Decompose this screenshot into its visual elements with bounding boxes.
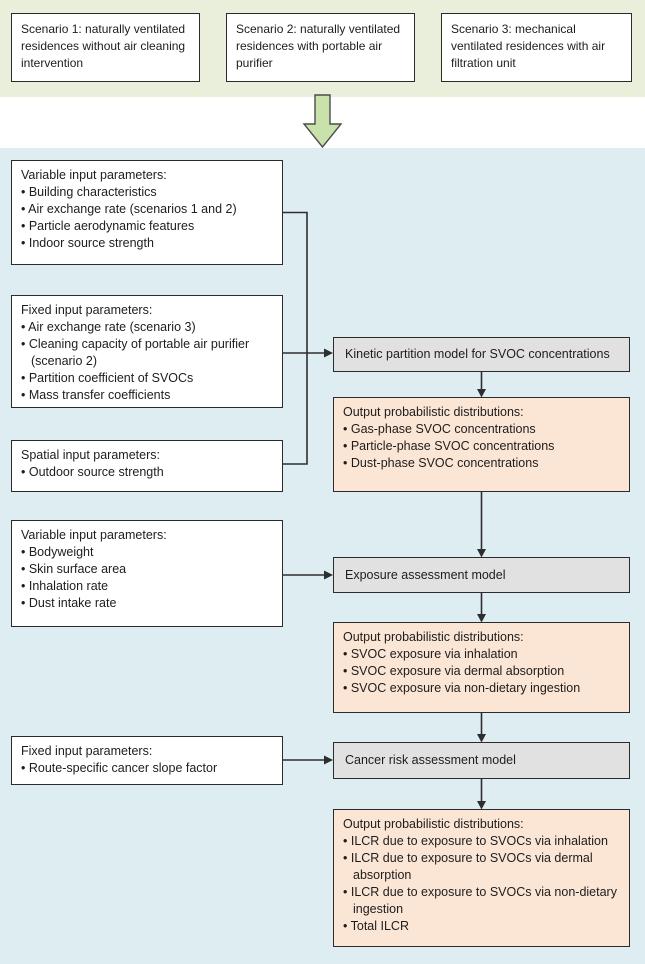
bullet-item: • Particle aerodynamic features xyxy=(21,219,195,233)
bullet-item: • Dust-phase SVOC concentrations xyxy=(343,456,539,470)
bullet-item: • ILCR due to exposure to SVOCs via inha… xyxy=(343,834,608,848)
box-title: Variable input parameters: xyxy=(21,168,167,182)
model-box-exposure-assessment: Exposure assessment model xyxy=(333,557,630,593)
bullet-item: • Cleaning capacity of portable air puri… xyxy=(21,337,250,368)
bullet-item: • Air exchange rate (scenario 3) xyxy=(21,320,196,334)
bullet-item: • SVOC exposure via non-dietary ingestio… xyxy=(343,681,581,695)
bullet-item: • Partition coefficient of SVOCs xyxy=(21,371,194,385)
scenario-box-3: Scenario 3: mechanical ventilated reside… xyxy=(441,13,632,82)
bullet-item: • ILCR due to exposure to SVOCs via derm… xyxy=(343,851,593,882)
bullet-item: • Gas-phase SVOC concentrations xyxy=(343,422,536,436)
box-title: Variable input parameters: xyxy=(21,528,167,542)
output-box-exposures: Output probabilistic distributions: • SV… xyxy=(333,622,630,713)
bullet-item: • ILCR due to exposure to SVOCs via non-… xyxy=(343,885,617,916)
box-title: Fixed input parameters: xyxy=(21,744,153,758)
input-box-fixed-concentration: Fixed input parameters: • Air exchange r… xyxy=(11,295,283,408)
bullet-item: • Route-specific cancer slope factor xyxy=(21,761,218,775)
output-box-ilcr: Output probabilistic distributions: • IL… xyxy=(333,809,630,947)
output-box-concentrations: Output probabilistic distributions: • Ga… xyxy=(333,397,630,492)
bullet-item: • SVOC exposure via inhalation xyxy=(343,647,518,661)
bullet-item: • Dust intake rate xyxy=(21,596,117,610)
box-title: Spatial input parameters: xyxy=(21,448,160,462)
bullet-item: • Total ILCR xyxy=(343,919,409,933)
model-box-kinetic-partition: Kinetic partition model for SVOC concent… xyxy=(333,337,630,372)
bullet-item: • Inhalation rate xyxy=(21,579,109,593)
bullet-item: • Building characteristics xyxy=(21,185,157,199)
input-box-spatial: Spatial input parameters: • Outdoor sour… xyxy=(11,440,283,492)
bullet-item: • Particle-phase SVOC concentrations xyxy=(343,439,555,453)
bullet-item: • Outdoor source strength xyxy=(21,465,164,479)
model-box-label: Exposure assessment model xyxy=(345,567,506,582)
model-box-cancer-risk: Cancer risk assessment model xyxy=(333,742,630,779)
bullet-item: • Air exchange rate (scenarios 1 and 2) xyxy=(21,202,237,216)
bullet-item: • Bodyweight xyxy=(21,545,94,559)
model-box-label: Kinetic partition model for SVOC concent… xyxy=(345,347,610,361)
bullet-item: • Indoor source strength xyxy=(21,236,154,250)
input-box-fixed-cancer: Fixed input parameters: • Route-specific… xyxy=(11,736,283,785)
input-box-variable-concentration: Variable input parameters: • Building ch… xyxy=(11,160,283,265)
box-title: Output probabilistic distributions: xyxy=(343,405,524,419)
box-title: Output probabilistic distributions: xyxy=(343,630,524,644)
bullet-item: • SVOC exposure via dermal absorption xyxy=(343,664,565,678)
input-box-variable-exposure: Variable input parameters: • Bodyweight … xyxy=(11,520,283,627)
box-title: Fixed input parameters: xyxy=(21,303,153,317)
bullet-item: • Skin surface area xyxy=(21,562,127,576)
scenario-box-1: Scenario 1: naturally ventilated residen… xyxy=(11,13,200,82)
bullet-item: • Mass transfer coefficients xyxy=(21,388,171,402)
box-title: Output probabilistic distributions: xyxy=(343,817,524,831)
scenario-box-2: Scenario 2: naturally ventilated residen… xyxy=(226,13,415,82)
model-box-label: Cancer risk assessment model xyxy=(345,753,516,767)
flow-down-arrow-icon xyxy=(302,94,343,149)
